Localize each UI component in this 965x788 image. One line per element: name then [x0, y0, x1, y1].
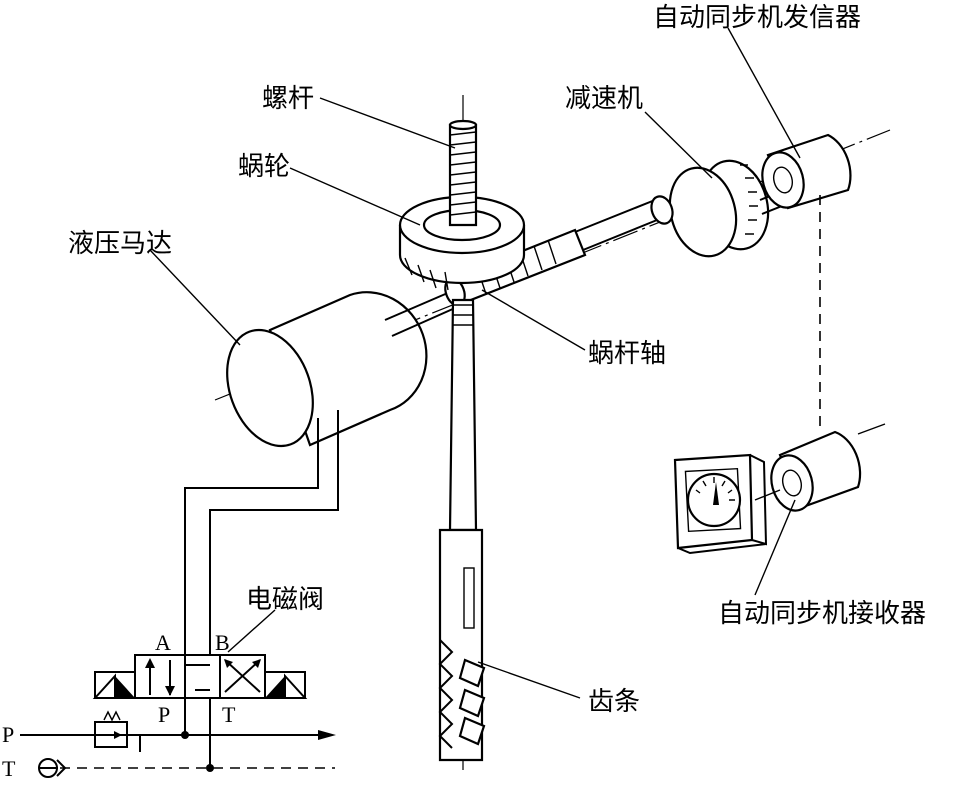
port-return-T: T — [2, 756, 16, 781]
dial-indicator — [673, 453, 768, 555]
port-A: A — [155, 630, 171, 655]
label-screw-rod: 螺杆 — [262, 84, 314, 114]
label-reducer: 减速机 — [565, 84, 643, 114]
synchro-transmitter — [761, 133, 852, 210]
label-synchro-receiver: 自动同步机接收器 — [718, 599, 926, 629]
label-worm-wheel: 蜗轮 — [238, 152, 290, 182]
hydraulic-motor — [226, 291, 456, 448]
rack — [438, 528, 486, 762]
leader-lines — [149, 27, 801, 699]
vertical-rod — [448, 298, 478, 532]
solenoid-valve — [92, 609, 308, 699]
label-rack: 齿条 — [588, 687, 640, 717]
hydraulic-lines — [184, 410, 339, 655]
port-valve-P: P — [158, 702, 170, 727]
port-B: B — [215, 630, 230, 655]
label-hydraulic-motor: 液压马达 — [68, 229, 172, 259]
port-valve-T: T — [222, 702, 236, 727]
screw-rod — [448, 119, 478, 227]
label-synchro-transmitter: 自动同步机发信器 — [653, 3, 861, 33]
port-supply-P: P — [2, 722, 14, 747]
label-solenoid-valve: 电磁阀 — [246, 585, 324, 615]
supply-return-lines — [20, 698, 336, 778]
label-worm-shaft: 蜗杆轴 — [588, 339, 666, 369]
reducer — [650, 159, 793, 258]
synchro-receiver — [754, 423, 886, 512]
